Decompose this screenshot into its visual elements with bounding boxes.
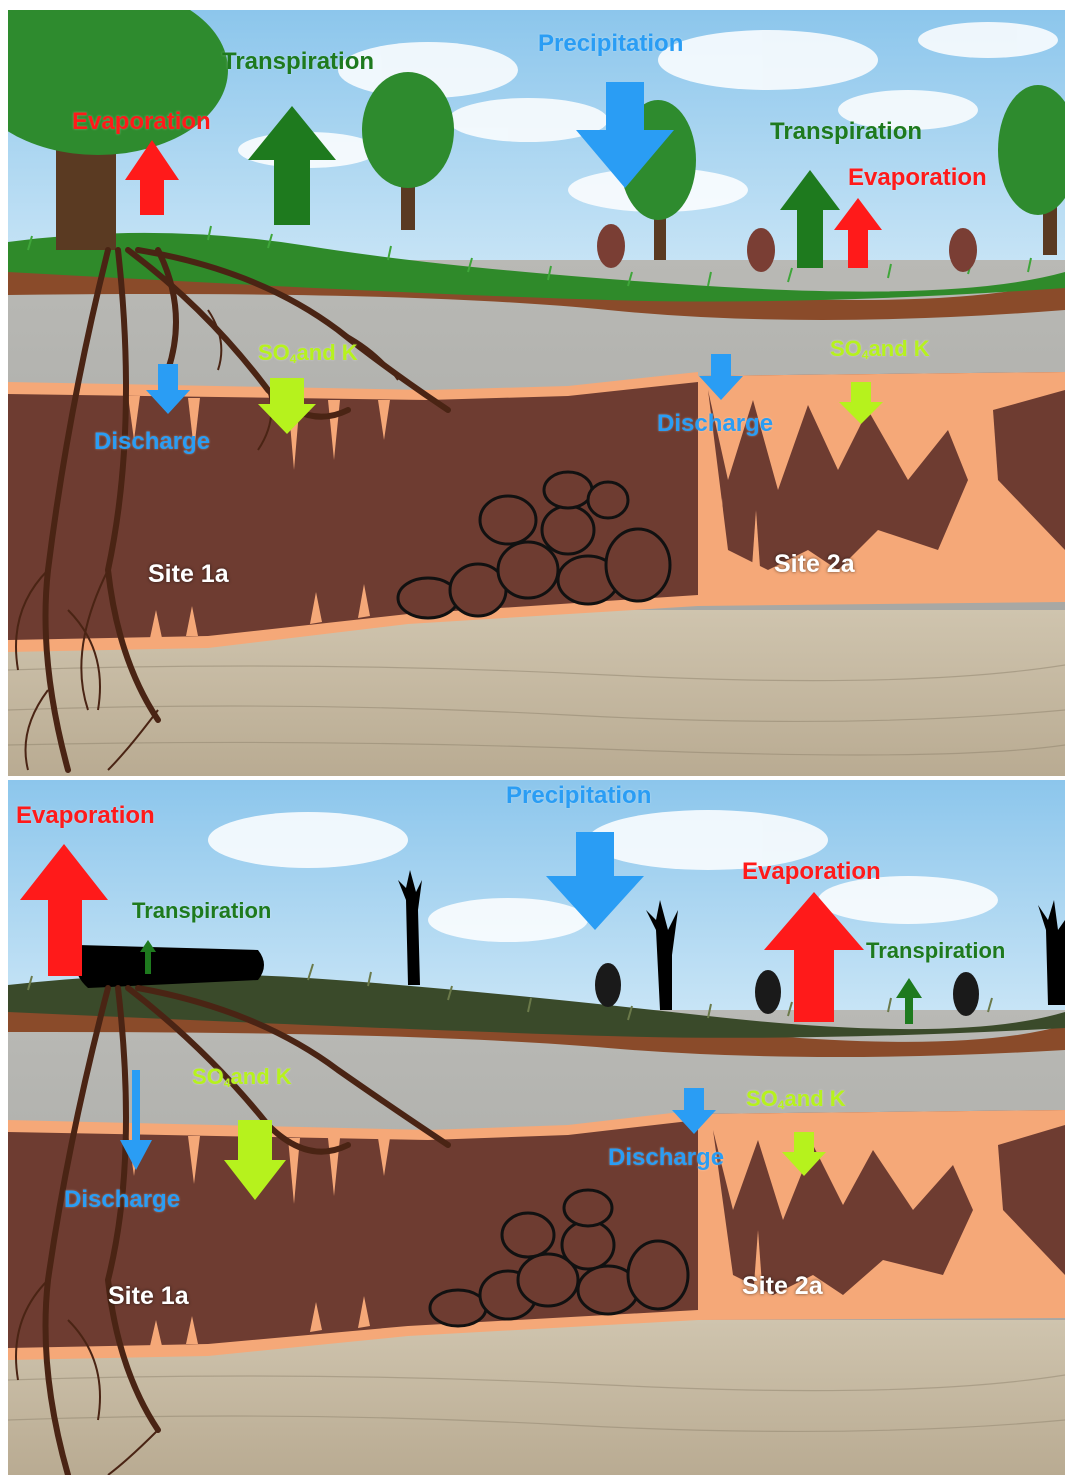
diagram-panel-wet: Evaporation Transpiration Precipitation …	[8, 10, 1065, 776]
label-evaporation-right: Evaporation	[848, 166, 987, 190]
label-transpiration-left: Transpiration	[132, 900, 271, 922]
label-discharge-left: Discharge	[64, 1188, 180, 1212]
diagram-panel-dry: Evaporation Transpiration Precipitation …	[8, 780, 1065, 1475]
label-precipitation: Precipitation	[538, 32, 683, 56]
label-so4-and-k-left: SO4and K	[192, 1066, 292, 1089]
label-discharge-left: Discharge	[94, 430, 210, 454]
cave-scene-dry	[8, 780, 1065, 1475]
label-transpiration-left: Transpiration	[222, 50, 374, 74]
label-discharge-right: Discharge	[608, 1146, 724, 1170]
label-so4-and-k-left: SO4and K	[258, 342, 358, 365]
label-evaporation-left: Evaporation	[72, 110, 211, 134]
label-site-2a: Site 2a	[774, 552, 855, 577]
label-site-1a: Site 1a	[108, 1284, 189, 1309]
label-discharge-right: Discharge	[657, 412, 773, 436]
label-evaporation-right: Evaporation	[742, 860, 881, 884]
label-so4-and-k-right: SO4and K	[746, 1088, 846, 1111]
label-site-2a: Site 2a	[742, 1274, 823, 1299]
label-so4-and-k-right: SO4and K	[830, 338, 930, 361]
label-site-1a: Site 1a	[148, 562, 229, 587]
label-transpiration-right: Transpiration	[866, 940, 1005, 962]
label-transpiration-right: Transpiration	[770, 120, 922, 144]
label-evaporation-left: Evaporation	[16, 804, 155, 828]
label-precipitation: Precipitation	[506, 784, 651, 808]
